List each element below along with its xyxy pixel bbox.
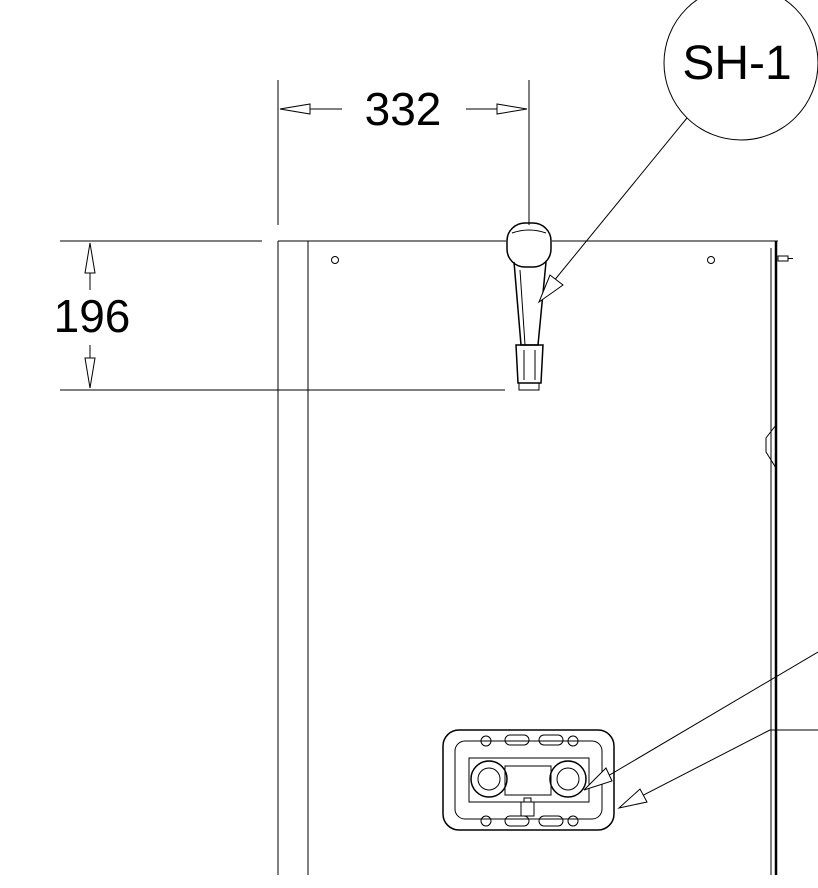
bracket-hole-top-right: [567, 735, 579, 747]
dimension-text-horizontal: 332: [365, 83, 442, 135]
callout-leader: [543, 117, 688, 294]
panel-right-pin: [777, 255, 789, 262]
bracket-body: [468, 757, 590, 803]
dimension-vertical: 196: [54, 240, 505, 391]
fitting-drain-cap: [523, 797, 532, 803]
handle-grip-tip: [518, 382, 540, 391]
panel-outline: [277, 240, 793, 875]
dimension-horizontal: 332: [277, 80, 530, 225]
handle-grip: [515, 344, 544, 384]
handle-hub-detail: [511, 229, 547, 234]
bracket-bridge: [504, 765, 552, 796]
callout-bubble: [663, 0, 818, 141]
arrow-up: [84, 242, 96, 274]
panel-right-notch: [765, 424, 777, 469]
bracket-hole-bottom-right: [567, 815, 579, 827]
mounting-hole-right: [707, 256, 715, 264]
callout-arrow: [537, 274, 564, 304]
callout-tag-text: SH-1: [682, 37, 791, 90]
dimension-text-vertical: 196: [54, 290, 131, 342]
leader-arrow-upper: [583, 767, 613, 791]
bracket-outer: [442, 729, 615, 831]
fitting-right-outer: [549, 760, 587, 798]
bracket-slot-bottom-right: [538, 815, 564, 827]
handle-arm: [513, 261, 547, 346]
fitting-right-inner: [556, 767, 580, 791]
fitting-left-outer: [470, 760, 508, 798]
leader-line-upper: [595, 651, 818, 784]
fitting-leaders: [583, 651, 818, 809]
bracket-slot-bottom-left: [504, 815, 530, 827]
fitting-left-inner: [477, 767, 501, 791]
leader-line-lower: [629, 729, 771, 803]
arrow-right: [496, 103, 528, 115]
fitting-drain: [520, 801, 535, 817]
fitting-bracket: [442, 729, 615, 831]
leader-arrow-lower: [617, 788, 648, 809]
bracket-inner: [454, 740, 603, 820]
handle: [506, 222, 552, 391]
arrow-left: [279, 103, 311, 115]
handle-arm-ridge: [519, 269, 526, 346]
arrow-down: [84, 357, 96, 389]
bracket-slot-top-left: [504, 734, 530, 746]
bracket-slot-top-right: [538, 734, 564, 746]
callout-sh1: SH-1: [537, 0, 818, 304]
bracket-hole-bottom-left: [480, 815, 492, 827]
mounting-hole-left: [331, 256, 339, 264]
bracket-hole-top-left: [480, 735, 492, 747]
